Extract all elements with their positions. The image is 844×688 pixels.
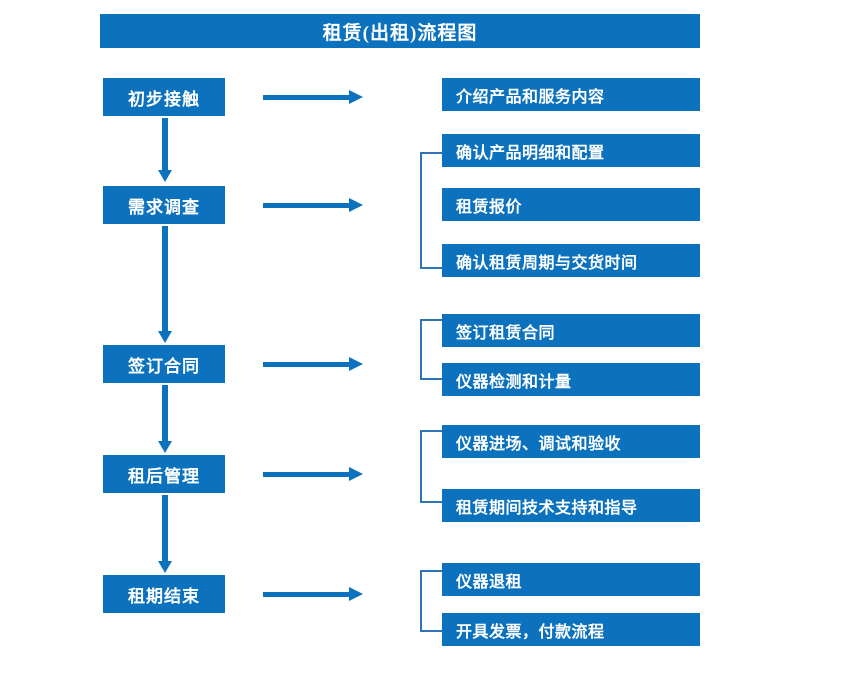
detail-box-3[interactable]: 租赁报价	[442, 188, 700, 221]
detail-box-6[interactable]: 仪器检测和计量	[442, 363, 700, 396]
arrow-right-stage1	[263, 90, 363, 104]
detail-box-4[interactable]: 确认租赁周期与交货时间	[442, 244, 700, 277]
stage-box-4[interactable]: 租后管理	[103, 455, 225, 493]
arrow-down-stage1-stage2	[158, 118, 172, 182]
arrow-down-stage3-stage4	[158, 385, 172, 453]
page-title: 租赁(出租)流程图	[100, 14, 700, 48]
arrow-down-stage2-stage3	[158, 226, 172, 343]
detail-box-8[interactable]: 租赁期间技术支持和指导	[442, 489, 700, 522]
stage-box-1[interactable]: 初步接触	[103, 78, 225, 116]
stage-box-5[interactable]: 租期结束	[103, 575, 225, 613]
detail-box-9[interactable]: 仪器退租	[442, 563, 700, 596]
detail-box-5[interactable]: 签订租赁合同	[442, 314, 700, 347]
bracket-stage3-group	[420, 319, 442, 380]
stage-box-3[interactable]: 签订合同	[103, 345, 225, 383]
arrow-right-stage4	[263, 467, 363, 481]
detail-box-2[interactable]: 确认产品明细和配置	[442, 134, 700, 167]
bracket-stage2-group	[420, 152, 442, 269]
detail-box-10[interactable]: 开具发票，付款流程	[442, 613, 700, 646]
bracket-stage5-group	[420, 570, 442, 632]
stage-box-2[interactable]: 需求调查	[103, 186, 225, 224]
bracket-stage4-group	[420, 430, 442, 503]
arrow-right-stage5	[263, 587, 363, 601]
arrow-right-stage3	[263, 357, 363, 371]
arrow-right-stage2	[263, 198, 363, 212]
detail-box-7[interactable]: 仪器进场、调试和验收	[442, 425, 700, 458]
arrow-down-stage4-stage5	[158, 495, 172, 573]
detail-box-1[interactable]: 介绍产品和服务内容	[442, 78, 700, 111]
